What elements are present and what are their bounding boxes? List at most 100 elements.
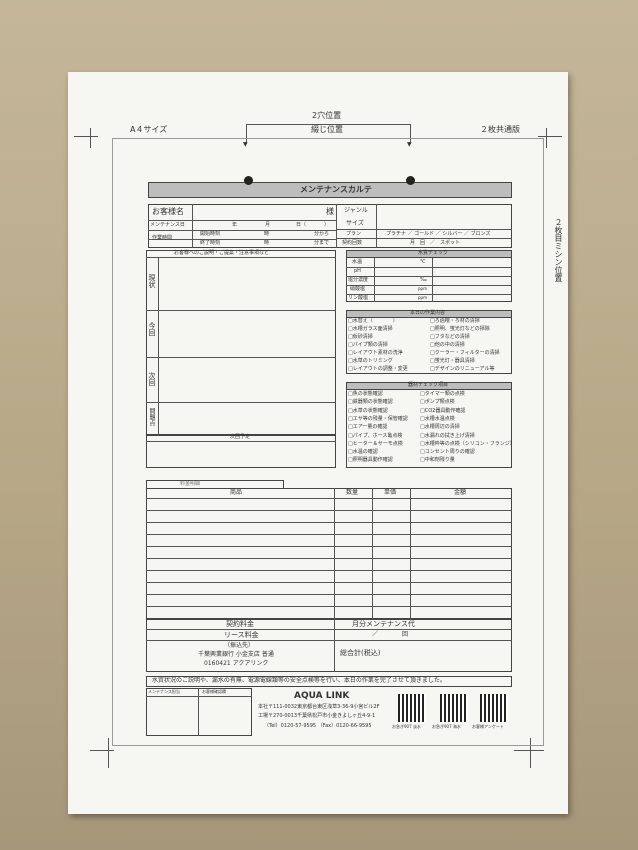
check-item[interactable]: □中和剤残り量	[420, 457, 455, 464]
check-item[interactable]: □コンセント周りの確認	[420, 449, 475, 456]
completion-notice: 水質状況のご説明や、漏水の有無、電源電線類等の安全点検等を行い、本日の作業を完了…	[152, 677, 446, 684]
check-item[interactable]: □水槽周辺の清掃	[420, 424, 460, 431]
next-schedule-block	[146, 434, 336, 468]
form-title-bar	[148, 182, 512, 198]
check-item[interactable]: □レイアウトの調整・変更	[348, 366, 408, 372]
col-amount: 金額	[454, 489, 467, 496]
col-quantity: 数量	[346, 489, 359, 496]
binding-position-label: 綴じ位置	[311, 125, 343, 134]
billing-row	[146, 570, 512, 571]
customer-name-label: お客様名	[152, 207, 184, 216]
check-item[interactable]: □フタなどの清掃	[430, 334, 470, 340]
billing-table	[146, 488, 512, 620]
row-this-time: 今回	[148, 322, 156, 336]
check-item[interactable]: □エアー量の確認	[348, 424, 388, 431]
bank-line-1: 千葉興業銀行 小金支店 普通	[198, 651, 274, 658]
plan-options: プラチナ ／ ゴールド ／ シルバー ／ ブロンズ	[386, 231, 491, 237]
honorific: 様	[326, 207, 334, 216]
check-item[interactable]: □エサ等の残量・保管確認	[348, 415, 408, 422]
check-item[interactable]: □仮砂清掃	[348, 334, 373, 340]
check-item[interactable]: □デザインのリニューアル等	[430, 366, 495, 372]
water-check-header: 水質チェック	[418, 250, 449, 256]
address-factory: 工場〒270-0013千葉県松戸市小金きよしヶ丘4-9-1	[258, 713, 376, 719]
check-item[interactable]: □鉄器類の状態確認	[348, 399, 393, 406]
equipment-check-header: 器材チェック項目	[408, 382, 449, 388]
check-item[interactable]: □水温の確認	[348, 449, 378, 456]
check-item[interactable]: □水槽水温点検	[420, 415, 455, 422]
explanation-block	[146, 250, 336, 436]
next-schedule-header: 次回予定	[230, 434, 251, 440]
check-item[interactable]: □クーラー・フィルターの清掃	[430, 350, 500, 356]
billing-row	[146, 594, 512, 595]
form-title: メンテナンスカルテ	[300, 185, 372, 194]
col-product: 商品	[230, 489, 243, 496]
maintenance-date-label: メンテナンス日	[150, 222, 185, 228]
shared-version-label: ２枚共通版	[480, 125, 520, 134]
row-next-time: 次回	[148, 372, 156, 386]
genre-label: ジャンル	[344, 207, 368, 214]
billing-row	[146, 606, 512, 607]
customer-confirm-label: お客様確認欄	[202, 689, 226, 694]
check-item[interactable]: □照明、蛍光灯などの掃除	[430, 326, 490, 332]
check-item[interactable]: □ポンプ類点検	[420, 399, 455, 406]
check-item[interactable]: □水槽枠等の点検（シリコン・フランジ）	[420, 440, 515, 447]
hole-position-label: 2穴位置	[312, 111, 342, 120]
customer-info-block	[148, 204, 512, 248]
col-unit-price: 単価	[384, 489, 397, 496]
billing-row	[146, 546, 512, 547]
totals-block	[146, 618, 512, 672]
size-label: サイズ	[346, 220, 364, 227]
phone-fax: （Tel）0120-57-9595 （Fax）0120-66-9595	[264, 723, 372, 729]
check-item[interactable]: □水草のトリミング	[348, 358, 393, 364]
billing-row	[146, 510, 512, 511]
check-item[interactable]: □水替え（ ）	[348, 318, 398, 324]
punch-hole-left	[244, 176, 253, 185]
check-item[interactable]: □水草の状態確認	[348, 407, 388, 414]
qr-code-freshwater[interactable]	[398, 694, 426, 722]
work-items-header: 本日の作業内容	[410, 310, 446, 316]
address-head-office: 本社〒111-0032東京都台東区浅草3-36-9小宮ビル2F	[258, 704, 380, 710]
check-item[interactable]: □タイマー類の点検	[420, 391, 465, 397]
check-item[interactable]: □水漏れの拭き上げ清掃	[420, 432, 475, 439]
contract-count-label: 契約回数	[342, 240, 363, 246]
contract-fee-label: 契約料金	[226, 620, 254, 628]
a4-size-label: A４サイズ	[130, 125, 168, 134]
billing-row	[146, 534, 512, 535]
billing-row	[146, 498, 512, 499]
grand-total-label: 総合計(税込)	[340, 649, 381, 657]
notice-bar	[146, 676, 512, 687]
plan-label: プラン	[346, 231, 362, 237]
check-item[interactable]: □水槽ガラス面清掃	[348, 326, 393, 332]
check-item[interactable]: □レイアウト素材の洗浄	[348, 350, 403, 356]
paper-sheet: A４サイズ ２枚共通版 2穴位置 綴じ位置 ▼ ▼ ２枚目ミシン位置 メンテナン…	[68, 72, 568, 814]
second-sheet-perforation-label: ２枚目ミシン位置	[554, 218, 563, 282]
company-name: AQUA LINK	[294, 691, 350, 701]
billing-row	[146, 522, 512, 523]
maintenance-staff-label: メンテナンス担当	[148, 689, 180, 694]
check-item[interactable]: □パイプ、ホース亀点検	[348, 432, 403, 439]
check-item[interactable]: □パイプ類の清掃	[348, 342, 388, 348]
check-item[interactable]: □他の中の清掃	[430, 342, 465, 348]
monthly-maintenance-label: 月分メンテナンス代	[352, 620, 415, 628]
check-item[interactable]: □ろ過槽・ろ材の清掃	[430, 318, 480, 324]
billing-row	[146, 582, 512, 583]
check-item[interactable]: □CO2器具動作確認	[420, 407, 466, 414]
billing-tab-label: 料金明細	[180, 481, 201, 487]
check-item[interactable]: □ヒーター＆サーモ点検	[348, 440, 403, 447]
row-current: 現状	[148, 274, 156, 288]
transfer-title: （振込先）	[224, 642, 255, 649]
explanation-header: お客様へのご説明・ご提案・注意事項など	[174, 250, 270, 256]
check-item[interactable]: □照明器具動作確認	[348, 457, 393, 464]
signature-block	[146, 688, 252, 736]
billing-tab	[146, 480, 284, 489]
billing-row	[146, 558, 512, 559]
punch-hole-right	[406, 176, 415, 185]
check-item[interactable]: □蛍光灯・器具清掃	[430, 358, 475, 364]
check-item[interactable]: □魚の状態確認	[348, 391, 383, 397]
row-issues: 問題点	[148, 408, 155, 426]
qr-code-saltwater[interactable]	[440, 694, 468, 722]
work-time-label: 作業時間	[152, 235, 173, 241]
qr-code-survey[interactable]	[480, 694, 508, 722]
bank-line-2: 0160421 アクアリンク	[204, 660, 269, 667]
lease-fee-label: リース料金	[224, 631, 259, 639]
